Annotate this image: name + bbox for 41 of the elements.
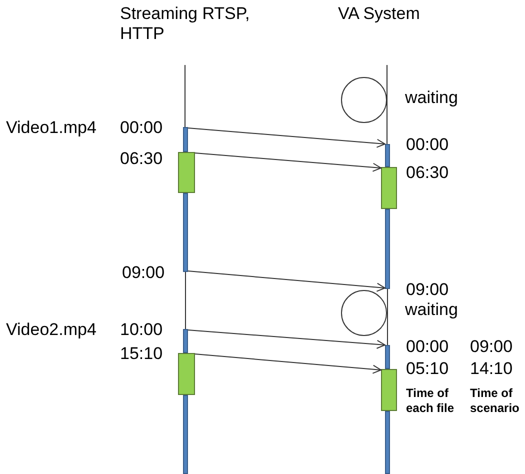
- time-label: 14:10: [470, 359, 513, 379]
- state-label: waiting: [405, 300, 458, 320]
- lane-header: VA System: [338, 4, 420, 24]
- activation-bar: [385, 411, 390, 474]
- lifeline: [387, 288, 388, 346]
- waiting-circle: [341, 77, 387, 123]
- arrow: [194, 354, 382, 374]
- time-label: 06:30: [120, 149, 163, 169]
- waiting-circle: [341, 290, 387, 336]
- column-caption: Time of scenario: [470, 386, 520, 416]
- activity-box: [178, 353, 195, 395]
- time-label: 05:10: [406, 359, 449, 379]
- activation-bar: [183, 329, 188, 353]
- time-label: 09:00: [122, 263, 165, 283]
- file-name: Video2.mp4: [6, 320, 96, 340]
- state-label: waiting: [405, 88, 458, 108]
- activation-bar: [183, 193, 188, 272]
- column-caption: Time of each file: [406, 386, 456, 416]
- time-label: 15:10: [120, 344, 163, 364]
- activity-box: [178, 152, 195, 193]
- time-label: 09:00: [470, 337, 513, 357]
- time-label: 00:00: [406, 135, 449, 155]
- activity-box: [381, 369, 397, 411]
- lane-header: Streaming RTSP, HTTP: [120, 4, 250, 44]
- activation-bar: [385, 144, 390, 167]
- time-label: 10:00: [120, 320, 163, 340]
- arrow: [188, 270, 386, 292]
- activation-bar: [385, 345, 390, 369]
- activation-bar: [183, 395, 188, 474]
- time-label: 00:00: [120, 118, 163, 138]
- file-name: Video1.mp4: [6, 118, 96, 138]
- lifeline: [185, 272, 186, 330]
- activation-bar: [385, 209, 390, 289]
- arrow: [194, 152, 382, 172]
- arrow: [188, 330, 386, 349]
- arrow: [188, 128, 386, 148]
- activity-box: [381, 167, 397, 209]
- time-label: 00:00: [406, 337, 449, 357]
- activation-bar: [183, 127, 188, 152]
- time-label: 06:30: [406, 163, 449, 183]
- time-label: 09:00: [406, 280, 449, 300]
